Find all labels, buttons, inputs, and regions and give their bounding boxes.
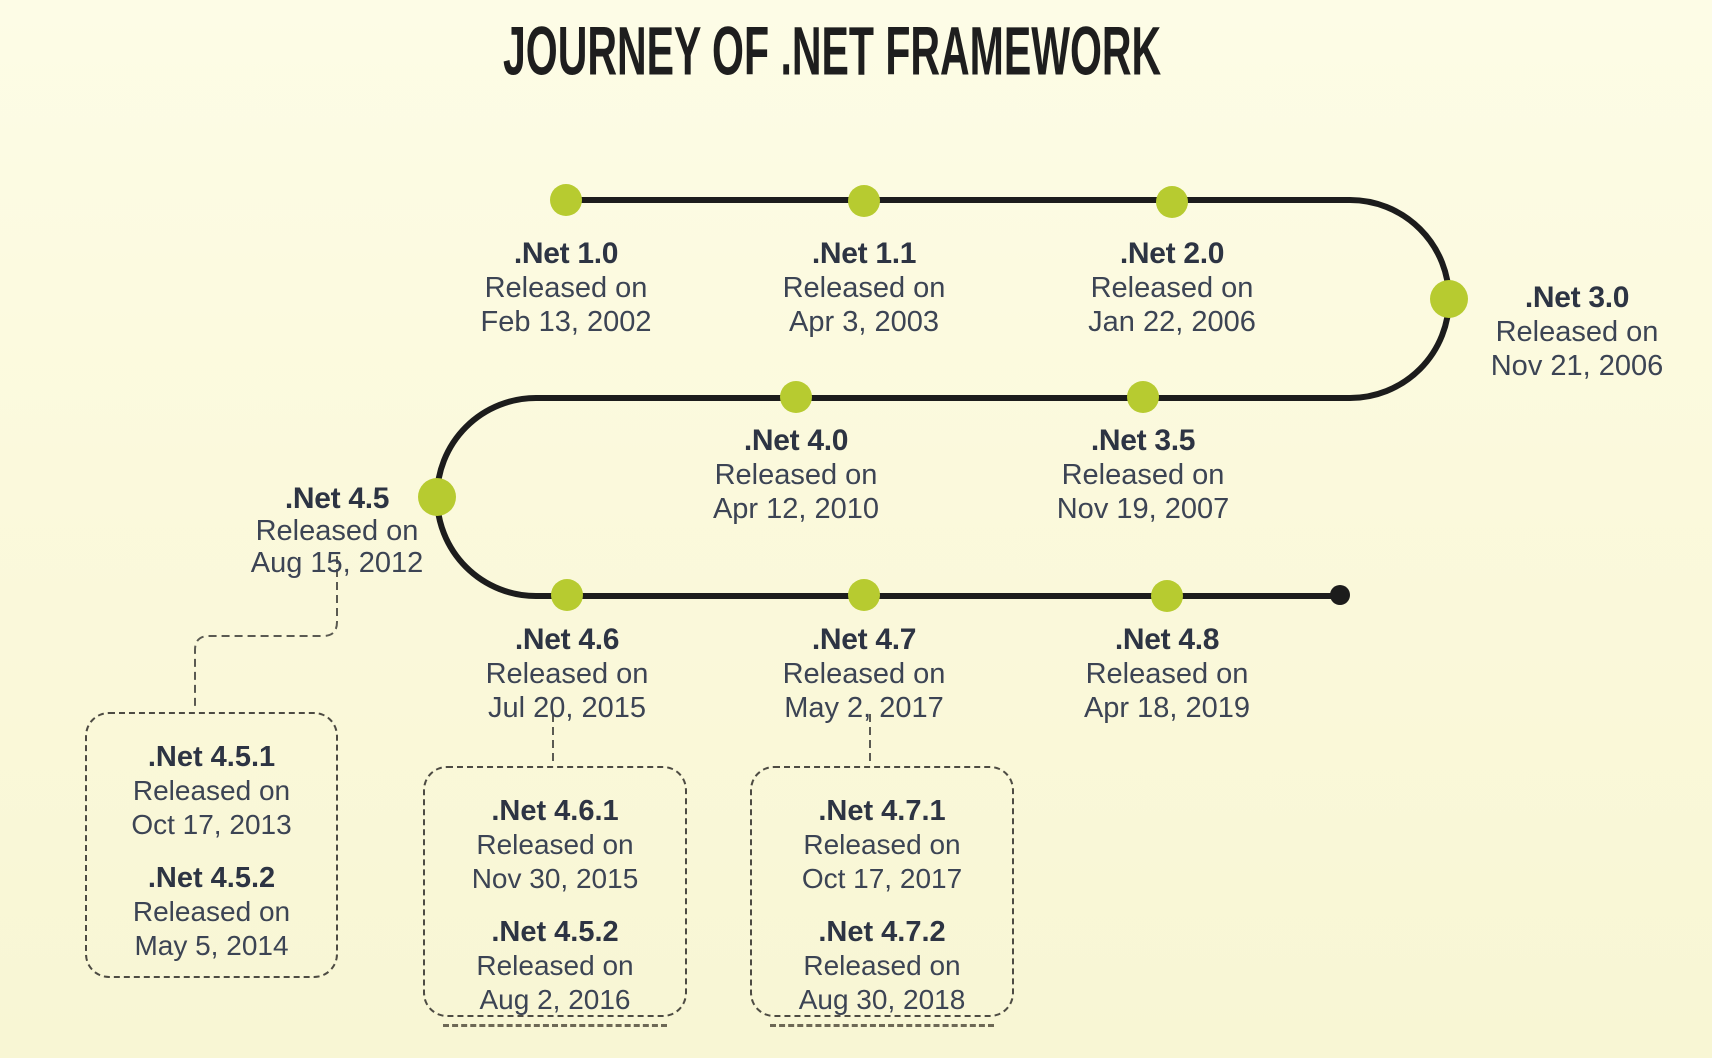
milestone-dot-net-2-0 [1156,186,1188,218]
callout-entry: .Net 4.6.1 Released on Nov 30, 2015 [471,795,639,894]
milestone-dot-net-4-7 [848,579,880,611]
timeline-path [434,197,1452,599]
callout-entry: .Net 4.7.2 Released on Aug 30, 2018 [798,916,966,1015]
milestone-label-net-4-8: .Net 4.8 Released on Apr 18, 2019 [1083,623,1251,724]
milestone-label-net-3-0: .Net 3.0 Released on Nov 21, 2006 [1490,281,1664,382]
milestone-label-net-3-5: .Net 3.5 Released on Nov 19, 2007 [1056,424,1230,525]
milestone-dot-net-4-5 [418,478,456,516]
milestone-label-net-1-1: .Net 1.1 Released on Apr 3, 2003 [782,237,946,338]
page-title-text: JOURNEY OF .NET FRAMEWORK [502,13,1162,91]
milestone-label-net-1-0: .Net 1.0 Released on Feb 13, 2002 [480,237,652,338]
milestone-label-net-2-0: .Net 2.0 Released on Jan 22, 2006 [1088,237,1256,338]
milestone-label-net-4-0: .Net 4.0 Released on Apr 12, 2010 [712,424,880,525]
callout-box-net-4-5: .Net 4.5.1 Released on Oct 17, 2013 .Net… [85,712,338,978]
callout-connector-net45 [194,556,338,710]
callout-entry: .Net 4.5.2 Released on May 5, 2014 [132,862,291,961]
milestone-dot-net-4-6 [551,579,583,611]
milestone-dot-net-3-0 [1430,280,1468,318]
callout-box-net-4-7: .Net 4.7.1 Released on Oct 17, 2017 .Net… [750,766,1014,1027]
callout-box-net-4-6: .Net 4.6.1 Released on Nov 30, 2015 .Net… [423,766,687,1027]
milestone-label-net-4-7: .Net 4.7 Released on May 2, 2017 [782,623,946,724]
milestone-label-net-4-6: .Net 4.6 Released on Jul 20, 2015 [485,623,649,724]
milestone-dot-net-4-8 [1151,580,1183,612]
milestone-dot-net-1-0 [550,184,582,216]
timeline-end-dot [1330,585,1350,605]
callout-entry: .Net 4.7.1 Released on Oct 17, 2017 [801,795,963,894]
milestone-dot-net-1-1 [848,185,880,217]
milestone-label-net-4-5: .Net 4.5 Released on Aug 15, 2012 [250,482,424,580]
milestone-dot-net-3-5 [1127,381,1159,413]
milestone-dot-net-4-0 [780,381,812,413]
callout-entry: .Net 4.5.2 Released on Aug 2, 2016 [476,916,634,1015]
callout-entry: .Net 4.5.1 Released on Oct 17, 2013 [131,741,292,840]
page-title: JOURNEY OF .NET FRAMEWORK [0,12,1688,90]
